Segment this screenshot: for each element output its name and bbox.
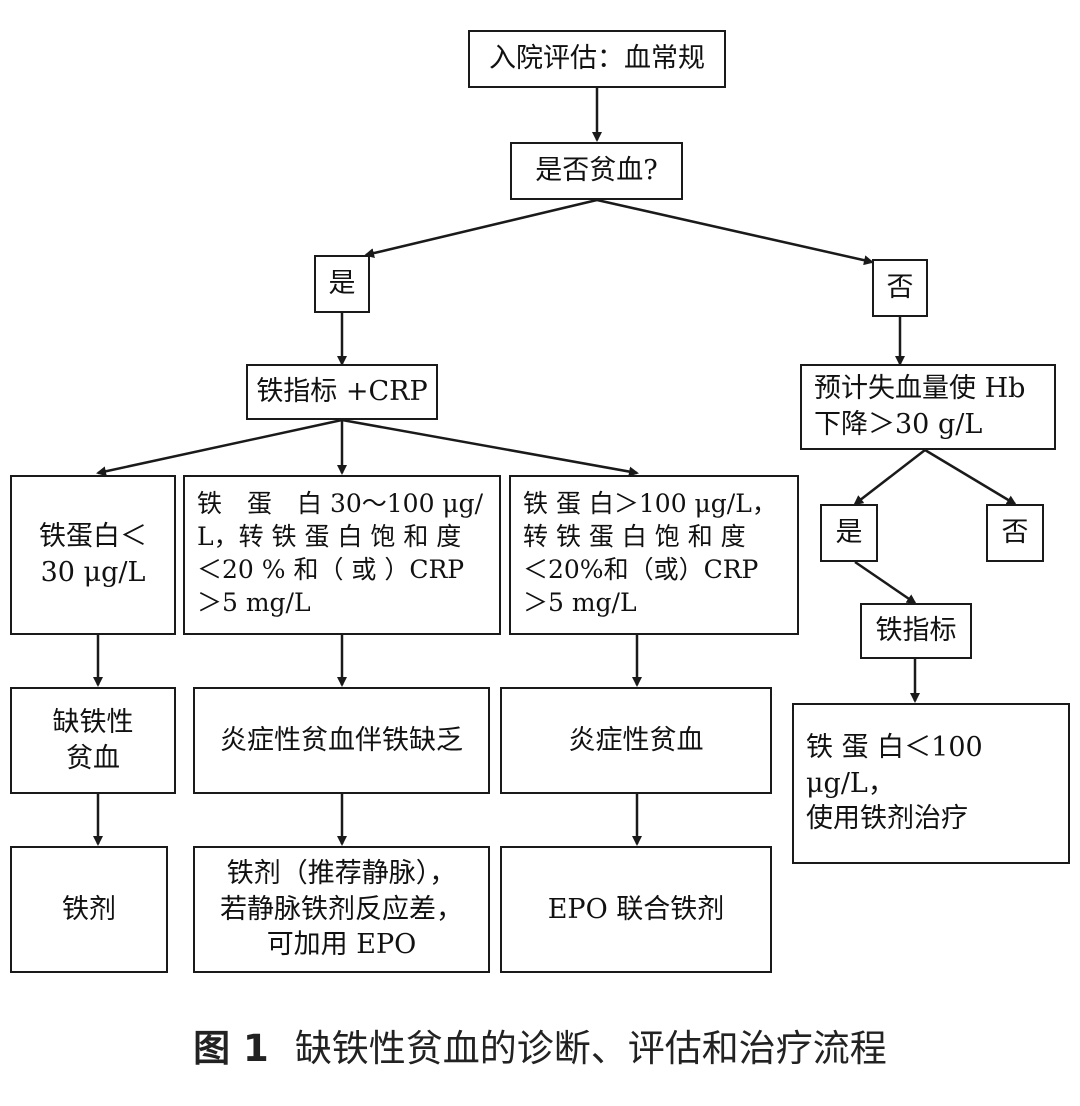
no-right2-text: 否: [1001, 517, 1029, 549]
ferritin-low-text: 铁蛋白＜ 30 μg/L: [39, 521, 147, 588]
iron-index-text: 铁指标: [875, 615, 957, 647]
aci-id-text: 炎症性贫血伴铁缺乏: [220, 724, 463, 756]
blood-loss-text: 预计失血量使 Hb 下降＞30 g/L: [814, 373, 1026, 440]
aci-text: 炎症性贫血: [568, 724, 704, 756]
blood-loss-box: 预计失血量使 Hb 下降＞30 g/L: [800, 364, 1056, 450]
figure-number: 图 1: [193, 1027, 269, 1070]
no-right-box: 否: [872, 259, 928, 317]
ferritin-mid-text: 铁 蛋 白 30～100 μg/ L，转 铁 蛋 白 饱 和 度 ＜20 % 和…: [197, 489, 484, 617]
yes-left-box: 是: [314, 255, 370, 313]
ferritin-high-box: 铁 蛋 白＞100 μg/L， 转 铁 蛋 白 饱 和 度 ＜20%和（或）CR…: [509, 475, 799, 635]
arrow-question-to-yes: [364, 198, 598, 259]
ferritin-high-text: 铁 蛋 白＞100 μg/L， 转 铁 蛋 白 饱 和 度 ＜20%和（或）CR…: [523, 489, 777, 617]
arrow-yes-to-iron-index: [854, 560, 917, 605]
iron-crp-box: 铁指标 +CRP: [246, 364, 438, 420]
iron-agent-box: 铁剂: [10, 846, 168, 973]
figure-caption: 图 1 缺铁性贫血的诊断、评估和治疗流程: [0, 1018, 1080, 1072]
aci-box: 炎症性贫血: [500, 687, 772, 794]
epo-iron-text: EPO 联合铁剂: [547, 893, 725, 925]
no-right2-box: 否: [986, 504, 1044, 562]
iron-iv-epo-box: 铁剂（推荐静脉）， 若静脉铁剂反应差， 可加用 EPO: [193, 846, 490, 973]
ida-text: 缺铁性 贫血: [52, 706, 134, 774]
iron-index-box: 铁指标: [860, 603, 972, 659]
arrow-question-to-no: [596, 198, 874, 266]
ferritin-low-box: 铁蛋白＜ 30 μg/L: [10, 475, 176, 635]
iron-agent-text: 铁剂: [62, 893, 116, 925]
admission-text: 入院评估：血常规: [489, 43, 705, 75]
anemia-question-box: 是否贫血?: [510, 142, 683, 200]
aci-id-box: 炎症性贫血伴铁缺乏: [193, 687, 490, 794]
ferritin-mid-box: 铁 蛋 白 30～100 μg/ L，转 铁 蛋 白 饱 和 度 ＜20 % 和…: [183, 475, 501, 635]
iron-crp-text: 铁指标 +CRP: [256, 376, 428, 408]
ferritin-100-box: 铁 蛋 白＜100 μg/L， 使用铁剂治疗: [792, 703, 1070, 864]
epo-iron-box: EPO 联合铁剂: [500, 846, 772, 973]
arrow-ironcrp-to-high: [341, 418, 639, 477]
anemia-question-text: 是否贫血?: [535, 155, 658, 187]
ida-box: 缺铁性 贫血: [10, 687, 176, 794]
figure-title: 缺铁性贫血的诊断、评估和治疗流程: [294, 1027, 887, 1070]
arrow-bloodloss-to-yes: [853, 449, 926, 506]
admission-box: 入院评估：血常规: [468, 30, 726, 88]
arrow-ironcrp-to-low: [96, 418, 343, 477]
no-right-text: 否: [886, 272, 914, 304]
iron-iv-epo-text: 铁剂（推荐静脉）， 若静脉铁剂反应差， 可加用 EPO: [220, 858, 463, 961]
ferritin-100-text: 铁 蛋 白＜100 μg/L， 使用铁剂治疗: [806, 732, 983, 835]
yes-left-text: 是: [328, 268, 356, 300]
yes-right-text: 是: [835, 517, 863, 549]
yes-right-box: 是: [820, 504, 878, 562]
arrow-bloodloss-to-no: [924, 448, 1017, 506]
